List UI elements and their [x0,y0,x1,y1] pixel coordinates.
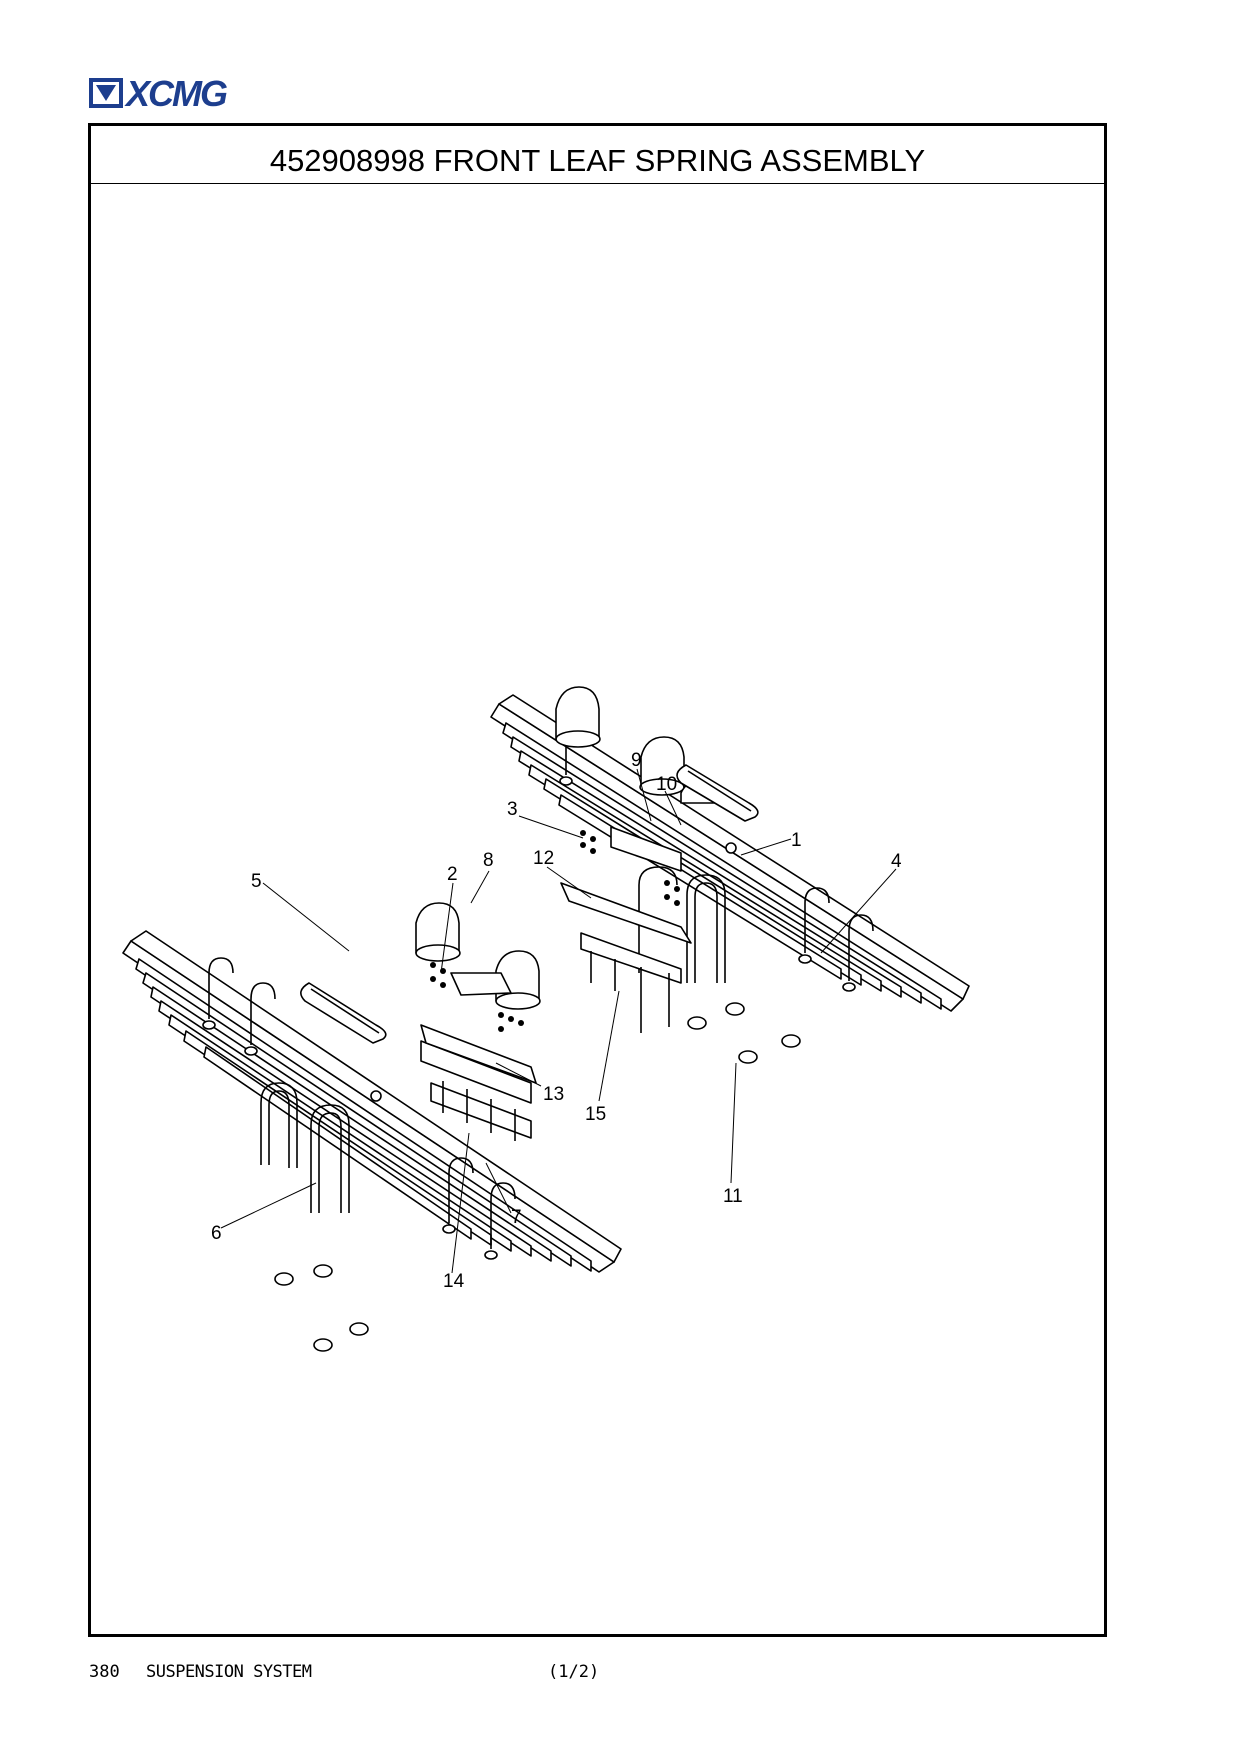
callout-7: 7 [511,1207,522,1228]
xcmg-logo: XCMG [88,74,248,114]
callout-14: 14 [443,1271,465,1292]
right-cushion-pad [676,764,759,822]
callout-2: 2 [447,864,458,885]
callout-11: 11 [723,1186,743,1207]
callout-12: 12 [533,848,554,869]
callout-4: 4 [891,851,902,872]
title-bar: 452908998 FRONT LEAF SPRING ASSEMBLY [91,126,1104,184]
right-saddle-assembly [555,686,722,1033]
xcmg-logo-mark-icon [89,78,123,108]
washers [430,830,680,1032]
leader-lines [220,768,897,1274]
left-u-bolts [260,1082,350,1213]
drawing-frame: 452908998 FRONT LEAF SPRING ASSEMBLY [88,123,1107,1637]
callout-13: 13 [543,1084,564,1105]
page-number: 380 [89,1662,120,1682]
section-name: SUSPENSION SYSTEM [146,1662,312,1682]
callout-8: 8 [483,850,494,871]
page-title: 452908998 FRONT LEAF SPRING ASSEMBLY [269,143,926,178]
callout-1: 1 [791,830,802,851]
callout-15: 15 [585,1104,606,1125]
callout-9: 9 [631,750,642,771]
callout-6: 6 [211,1223,222,1244]
logo-text: XCMG [126,73,228,114]
callout-labels: 1 2 3 4 5 6 7 8 9 10 11 12 13 14 15 [211,750,902,1292]
callout-3: 3 [507,799,518,820]
exploded-diagram: 1 2 3 4 5 6 7 8 9 10 11 12 13 14 15 [122,686,970,1352]
right-nuts [559,776,856,1064]
sheet-indicator: (1/2) [548,1662,600,1682]
callout-5: 5 [251,871,262,892]
left-clamps [208,957,516,1249]
right-u-bolts [638,866,726,983]
left-nuts [202,1020,498,1352]
left-cushion-pad [300,982,387,1044]
callout-10: 10 [656,774,677,795]
